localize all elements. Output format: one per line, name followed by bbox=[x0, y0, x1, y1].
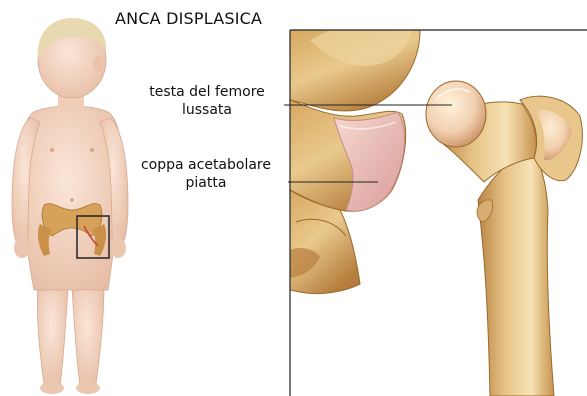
label-line: piatta bbox=[128, 174, 284, 192]
child-figure bbox=[12, 18, 128, 394]
label-line: coppa acetabolare bbox=[128, 156, 284, 174]
label-flat-acetabular-cup: coppa acetabolare piatta bbox=[128, 156, 284, 192]
label-dislocated-femoral-head: testa del femore lussata bbox=[134, 83, 280, 119]
label-line: lussata bbox=[134, 101, 280, 119]
zoom-panel bbox=[290, 30, 582, 396]
diagram-title: ANCA DISPLASICA bbox=[115, 9, 262, 28]
label-line: testa del femore bbox=[134, 83, 280, 101]
